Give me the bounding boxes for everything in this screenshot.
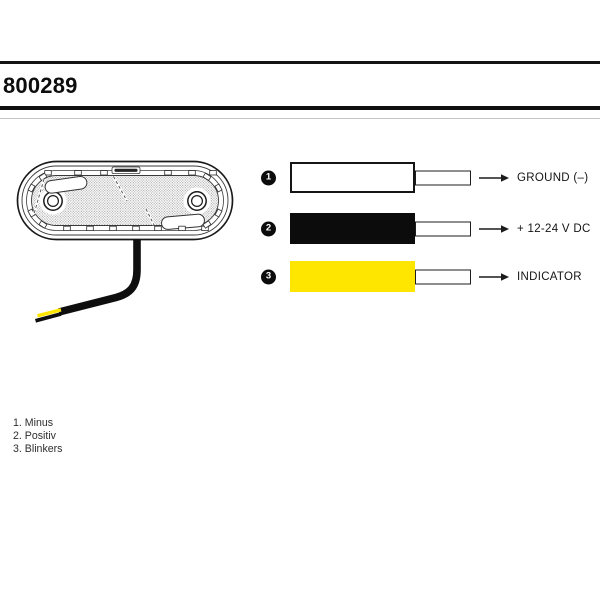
lens-clips bbox=[27, 170, 223, 231]
legend: 1. Minus 2. Positiv 3. Blinkers bbox=[13, 417, 62, 456]
brand-label bbox=[111, 166, 141, 174]
legend-item-minus: 1. Minus bbox=[13, 417, 54, 429]
wire-label-positive: + 12-24 V DC bbox=[517, 222, 591, 235]
wire-terminal bbox=[415, 269, 471, 284]
wire-terminal bbox=[415, 170, 471, 185]
wire-swatch-black bbox=[290, 213, 415, 244]
wire-swatch-white bbox=[290, 162, 415, 193]
wire-terminal bbox=[415, 221, 471, 236]
header-bottom-rule bbox=[0, 106, 600, 110]
legend-item-positiv: 2. Positiv bbox=[13, 429, 56, 442]
cable-wire-black bbox=[35, 312, 62, 323]
product-number: 800289 bbox=[3, 73, 78, 98]
wire-row-positive: 2 + 12-24 V DC bbox=[255, 213, 600, 244]
legend-item-blinkers: 3. Blinkers bbox=[13, 442, 63, 455]
wire-row-indicator: 3 INDICATOR bbox=[255, 261, 600, 292]
header-faint-rule bbox=[0, 118, 600, 119]
cable-wire-yellow bbox=[37, 308, 62, 318]
wire-label-indicator: INDICATOR bbox=[517, 270, 582, 283]
header-top-rule bbox=[0, 61, 600, 64]
arrow-icon bbox=[479, 272, 509, 281]
cable bbox=[35, 239, 141, 323]
wire-number-badge: 1 bbox=[261, 170, 276, 185]
screw-hole-right bbox=[187, 191, 207, 211]
lamp-illustration bbox=[16, 160, 234, 323]
wire-label-ground: GROUND (–) bbox=[517, 171, 589, 184]
arrow-icon bbox=[479, 224, 509, 233]
wire-number-badge: 2 bbox=[261, 221, 276, 236]
lens-slot-top-left bbox=[44, 175, 88, 194]
arrow-icon bbox=[479, 173, 509, 182]
wire-swatch-yellow bbox=[290, 261, 415, 292]
screw-hole-left bbox=[43, 191, 63, 211]
wire-row-ground: 1 GROUND (–) bbox=[255, 162, 600, 193]
lens-reflections bbox=[32, 175, 156, 226]
wire-number-badge: 3 bbox=[261, 269, 276, 284]
